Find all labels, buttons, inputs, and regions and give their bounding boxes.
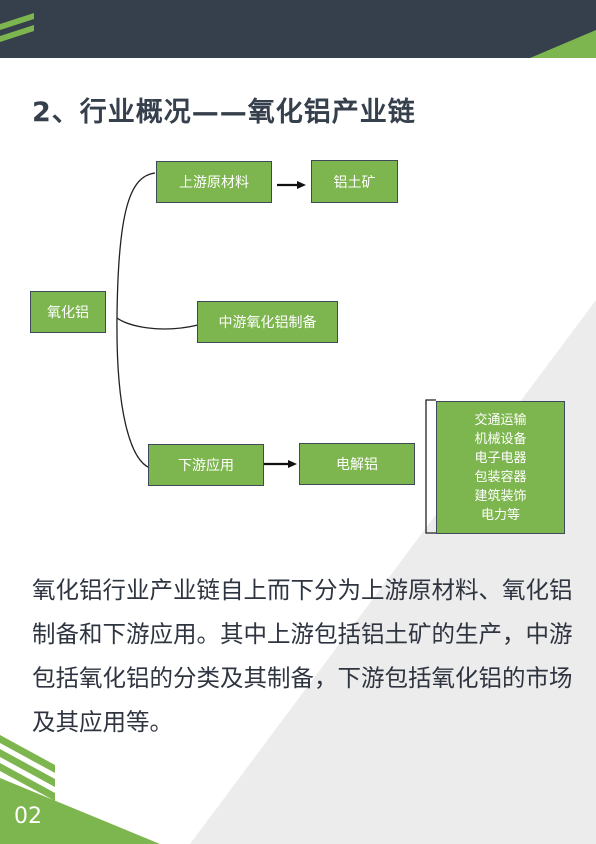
page-number: 02 [14, 804, 42, 829]
footer-corner [0, 778, 160, 844]
tree-connectors [116, 172, 436, 534]
header-stripe [0, 13, 34, 30]
node-root: 氧化铝 [30, 291, 106, 333]
node-electrolytic: 电解铝 [299, 443, 415, 485]
node-upstream: 上游原材料 [156, 161, 272, 203]
application-item: 机械设备 [474, 431, 527, 447]
node-midstream: 中游氧化铝制备 [197, 301, 338, 343]
application-item: 包装容器 [474, 469, 527, 485]
body-paragraph: 氧化铝行业产业链自上而下分为上游原材料、氧化铝制备和下游应用。其中上游包括铝土矿… [32, 576, 573, 736]
header-bar [0, 0, 596, 58]
page-title: 2、行业概况——氧化铝产业链 [32, 97, 416, 128]
node-bauxite: 铝土矿 [311, 160, 398, 203]
node-downstream: 下游应用 [148, 444, 264, 486]
footer-stripe [0, 735, 55, 773]
header-corner-accent [530, 30, 596, 58]
footer-stripe [0, 763, 55, 801]
node-applications: 交通运输 机械设备 电子电器 包装容器 建筑装饰 电力等 [436, 401, 565, 534]
application-item: 电子电器 [474, 450, 527, 466]
arrows [264, 181, 306, 468]
application-item: 建筑装饰 [474, 488, 527, 504]
header-stripe [0, 25, 34, 42]
application-item: 交通运输 [474, 412, 527, 428]
application-item: 电力等 [480, 507, 520, 523]
footer-stripe [0, 749, 55, 787]
